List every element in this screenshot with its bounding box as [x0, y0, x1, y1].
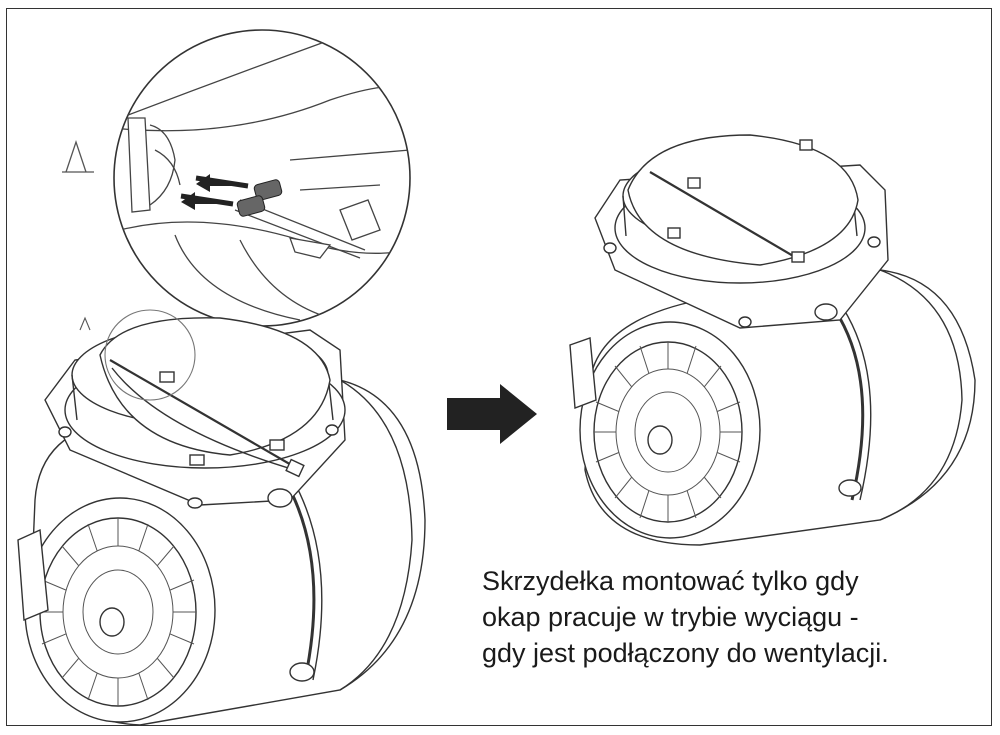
fan-unit-before — [17, 317, 426, 726]
detail-locator — [104, 309, 196, 401]
caption-line-2: okap pracuje w trybie wyciągu - — [482, 602, 859, 632]
marker-a-main — [79, 316, 91, 331]
detail-view-a — [113, 29, 411, 327]
caption-line-3: gdy jest podłączony do wentylacji. — [482, 638, 889, 668]
fan-unit-after — [569, 134, 976, 546]
caption-line-1: Skrzydełka montować tylko gdy — [482, 566, 859, 596]
instruction-caption: Skrzydełka montować tylko gdy okap pracu… — [482, 563, 982, 671]
marker-a-detail — [62, 139, 94, 173]
arrow-right-icon — [447, 384, 537, 444]
